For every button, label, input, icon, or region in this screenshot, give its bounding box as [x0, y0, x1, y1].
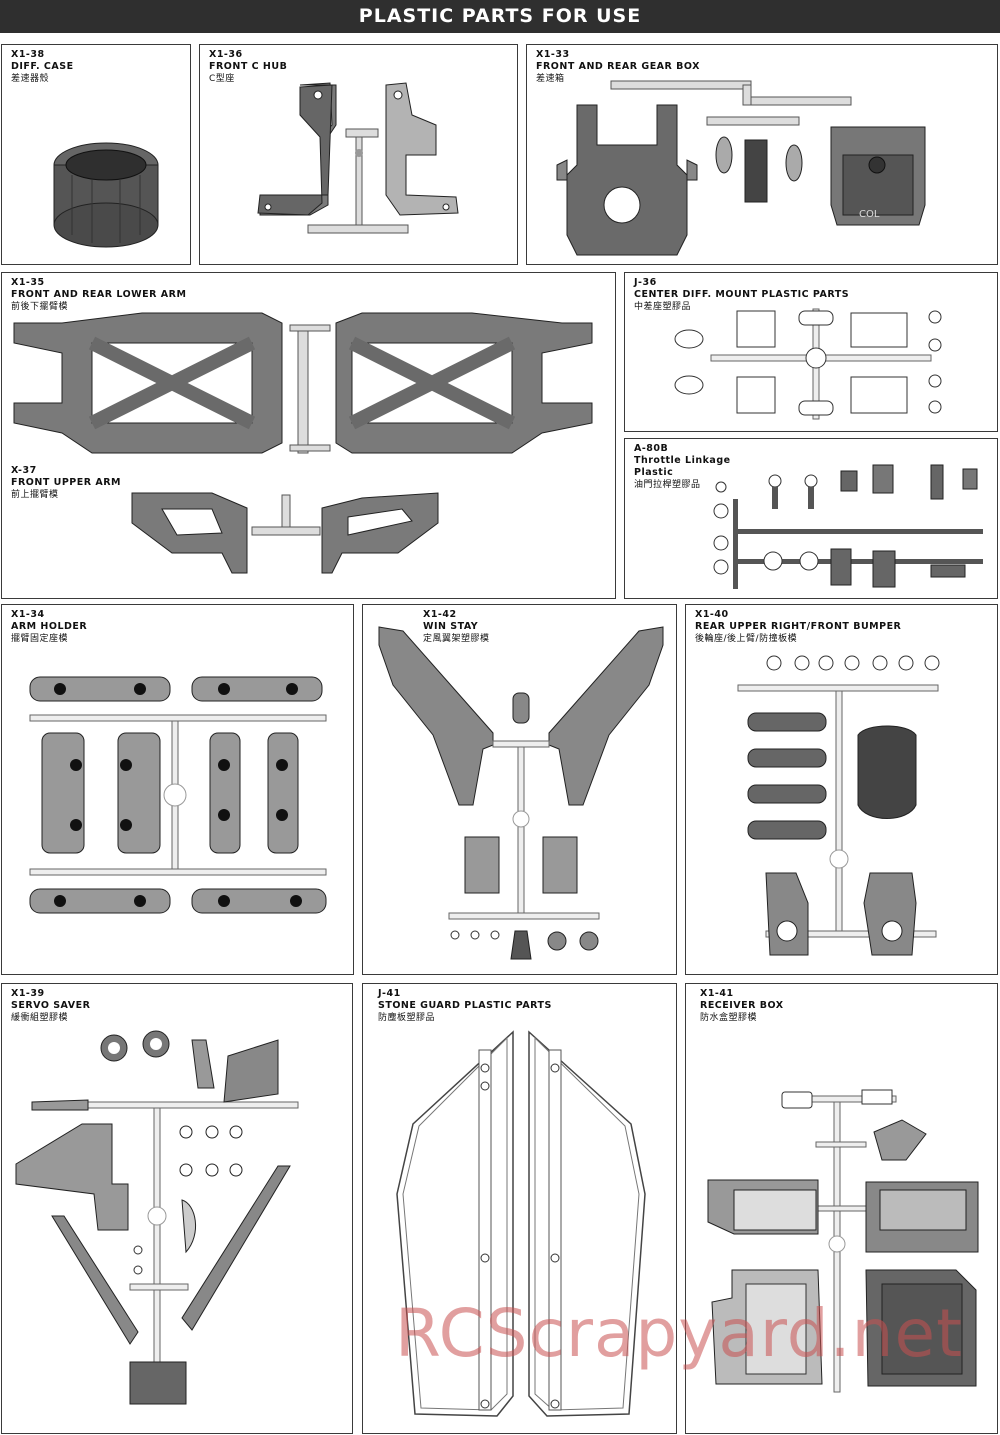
part-name: REAR UPPER RIGHT/FRONT BUMPER [695, 621, 902, 632]
panel-throttle-linkage: A-80B Throttle Linkage Plastic 油門拉桿塑膠品 [624, 438, 998, 599]
part-code: J-36 [634, 277, 657, 288]
diff-case-label: X1-38 DIFF. CASE 差速器殼 [11, 49, 74, 85]
part-name: FRONT AND REAR GEAR BOX [536, 61, 700, 72]
watermark-text: RCScrapyard.net [395, 1295, 963, 1372]
rear-upper-illustration [737, 655, 940, 956]
panel-servo-saver: X1-39 SERVO SAVER 緩衝組塑膠模 [1, 983, 353, 1434]
throttle-linkage-illustration [713, 464, 983, 589]
panel-stone-guard: J-41 STONE GUARD PLASTIC PARTS 防塵板塑膠品 [362, 983, 677, 1434]
part-code: X1-38 [11, 49, 45, 60]
part-code: X1-41 [700, 988, 734, 999]
part-code: X1-39 [11, 988, 45, 999]
part-name-cn: 擺臂固定座模 [11, 634, 69, 644]
servo-saver-label: X1-39 SERVO SAVER 緩衝組塑膠模 [11, 988, 90, 1024]
part-code: J-41 [378, 988, 401, 999]
center-diff-mount-label: J-36 CENTER DIFF. MOUNT PLASTIC PARTS 中差… [634, 277, 849, 313]
panel-receiver-box: X1-41 RECEIVER BOX 防水盒塑膠模 [685, 983, 998, 1434]
panel-diff-case: X1-38 DIFF. CASE 差速器殼 [1, 44, 191, 265]
part-name: WIN STAY [423, 621, 479, 632]
upper-arm-label: X-37 FRONT UPPER ARM 前上擺臂模 [11, 465, 121, 501]
part-name-cn: 油門拉桿塑膠品 [634, 480, 701, 490]
part-name: DIFF. CASE [11, 61, 74, 72]
part-name-cn: C型座 [209, 74, 235, 84]
gear-box-label: X1-33 FRONT AND REAR GEAR BOX 差速箱 [536, 49, 700, 85]
lower-arm-label: X1-35 FRONT AND REAR LOWER ARM 前後下擺臂模 [11, 277, 186, 313]
win-stay-illustration [378, 626, 664, 960]
svg-text:COL: COL [859, 209, 880, 220]
panel-center-diff-mount: J-36 CENTER DIFF. MOUNT PLASTIC PARTS 中差… [624, 272, 998, 432]
part-name-cn: 前後下擺臂模 [11, 302, 69, 312]
part-name: FRONT C HUB [209, 61, 288, 72]
part-code: X1-42 [423, 609, 457, 620]
part-code: X1-35 [11, 277, 45, 288]
part-name-cn: 防塵板塑膠品 [378, 1013, 436, 1023]
part-code: X1-36 [209, 49, 243, 60]
part-name: ARM HOLDER [11, 621, 88, 632]
part-code: X1-40 [695, 609, 729, 620]
panel-gear-box: COL X1-33 FRONT AND REAR GEAR BOX 差速箱 [526, 44, 998, 265]
arm-holder-illustration [29, 676, 327, 914]
part-code: X1-33 [536, 49, 570, 60]
throttle-linkage-label: A-80B Throttle Linkage Plastic 油門拉桿塑膠品 [634, 443, 731, 491]
rear-upper-label: X1-40 REAR UPPER RIGHT/FRONT BUMPER 後輪座/… [695, 609, 901, 645]
part-name-cn: 防水盒塑膠模 [700, 1013, 758, 1023]
page-title: PLASTIC PARTS FOR USE [0, 0, 1000, 33]
part-name: FRONT UPPER ARM [11, 477, 121, 488]
part-name-cn: 定風翼架塑膠模 [423, 634, 490, 644]
part-name-cn: 中差座塑膠品 [634, 302, 692, 312]
panel-front-c-hub: X1-36 FRONT C HUB C型座 [199, 44, 518, 265]
panel-rear-upper: X1-40 REAR UPPER RIGHT/FRONT BUMPER 後輪座/… [685, 604, 998, 975]
part-name-cn: 緩衝組塑膠模 [11, 1013, 69, 1023]
part-name-cn: 差速箱 [536, 74, 565, 84]
part-name-cn: 後輪座/後上臂/防撞板模 [695, 634, 798, 644]
stone-guard-illustration [396, 1030, 646, 1417]
part-name-cn: 前上擺臂模 [11, 490, 59, 500]
center-diff-mount-illustration [674, 308, 942, 420]
part-name: SERVO SAVER [11, 1000, 91, 1011]
receiver-box-illustration [707, 1089, 979, 1393]
part-name: CENTER DIFF. MOUNT PLASTIC PARTS [634, 289, 850, 300]
part-code: X-37 [11, 465, 37, 476]
servo-saver-illustration [15, 1030, 299, 1405]
front-c-hub-label: X1-36 FRONT C HUB C型座 [209, 49, 287, 85]
part-code: A-80B [634, 443, 669, 454]
part-name: FRONT AND REAR LOWER ARM [11, 289, 187, 300]
part-code: X1-34 [11, 609, 45, 620]
receiver-box-label: X1-41 RECEIVER BOX 防水盒塑膠模 [700, 988, 784, 1024]
lower-arm-illustration [13, 312, 593, 574]
gear-box-illustration: COL [556, 80, 926, 256]
part-name: RECEIVER BOX [700, 1000, 784, 1011]
panel-arm-holder: X1-34 ARM HOLDER 擺臂固定座模 [1, 604, 354, 975]
win-stay-label: X1-42 WIN STAY 定風翼架塑膠模 [423, 609, 490, 645]
part-name-cn: 差速器殼 [11, 74, 50, 84]
part-name: Throttle Linkage [634, 455, 731, 466]
front-c-hub-illustration [257, 82, 459, 234]
panel-lower-upper-arm: X1-35 FRONT AND REAR LOWER ARM 前後下擺臂模 X-… [1, 272, 616, 599]
arm-holder-label: X1-34 ARM HOLDER 擺臂固定座模 [11, 609, 87, 645]
diff-case-illustration [53, 142, 159, 248]
stone-guard-label: J-41 STONE GUARD PLASTIC PARTS 防塵板塑膠品 [378, 988, 552, 1024]
part-name: STONE GUARD PLASTIC PARTS [378, 1000, 552, 1011]
panel-win-stay: X1-42 WIN STAY 定風翼架塑膠模 [362, 604, 677, 975]
part-name-line2: Plastic [634, 467, 674, 478]
